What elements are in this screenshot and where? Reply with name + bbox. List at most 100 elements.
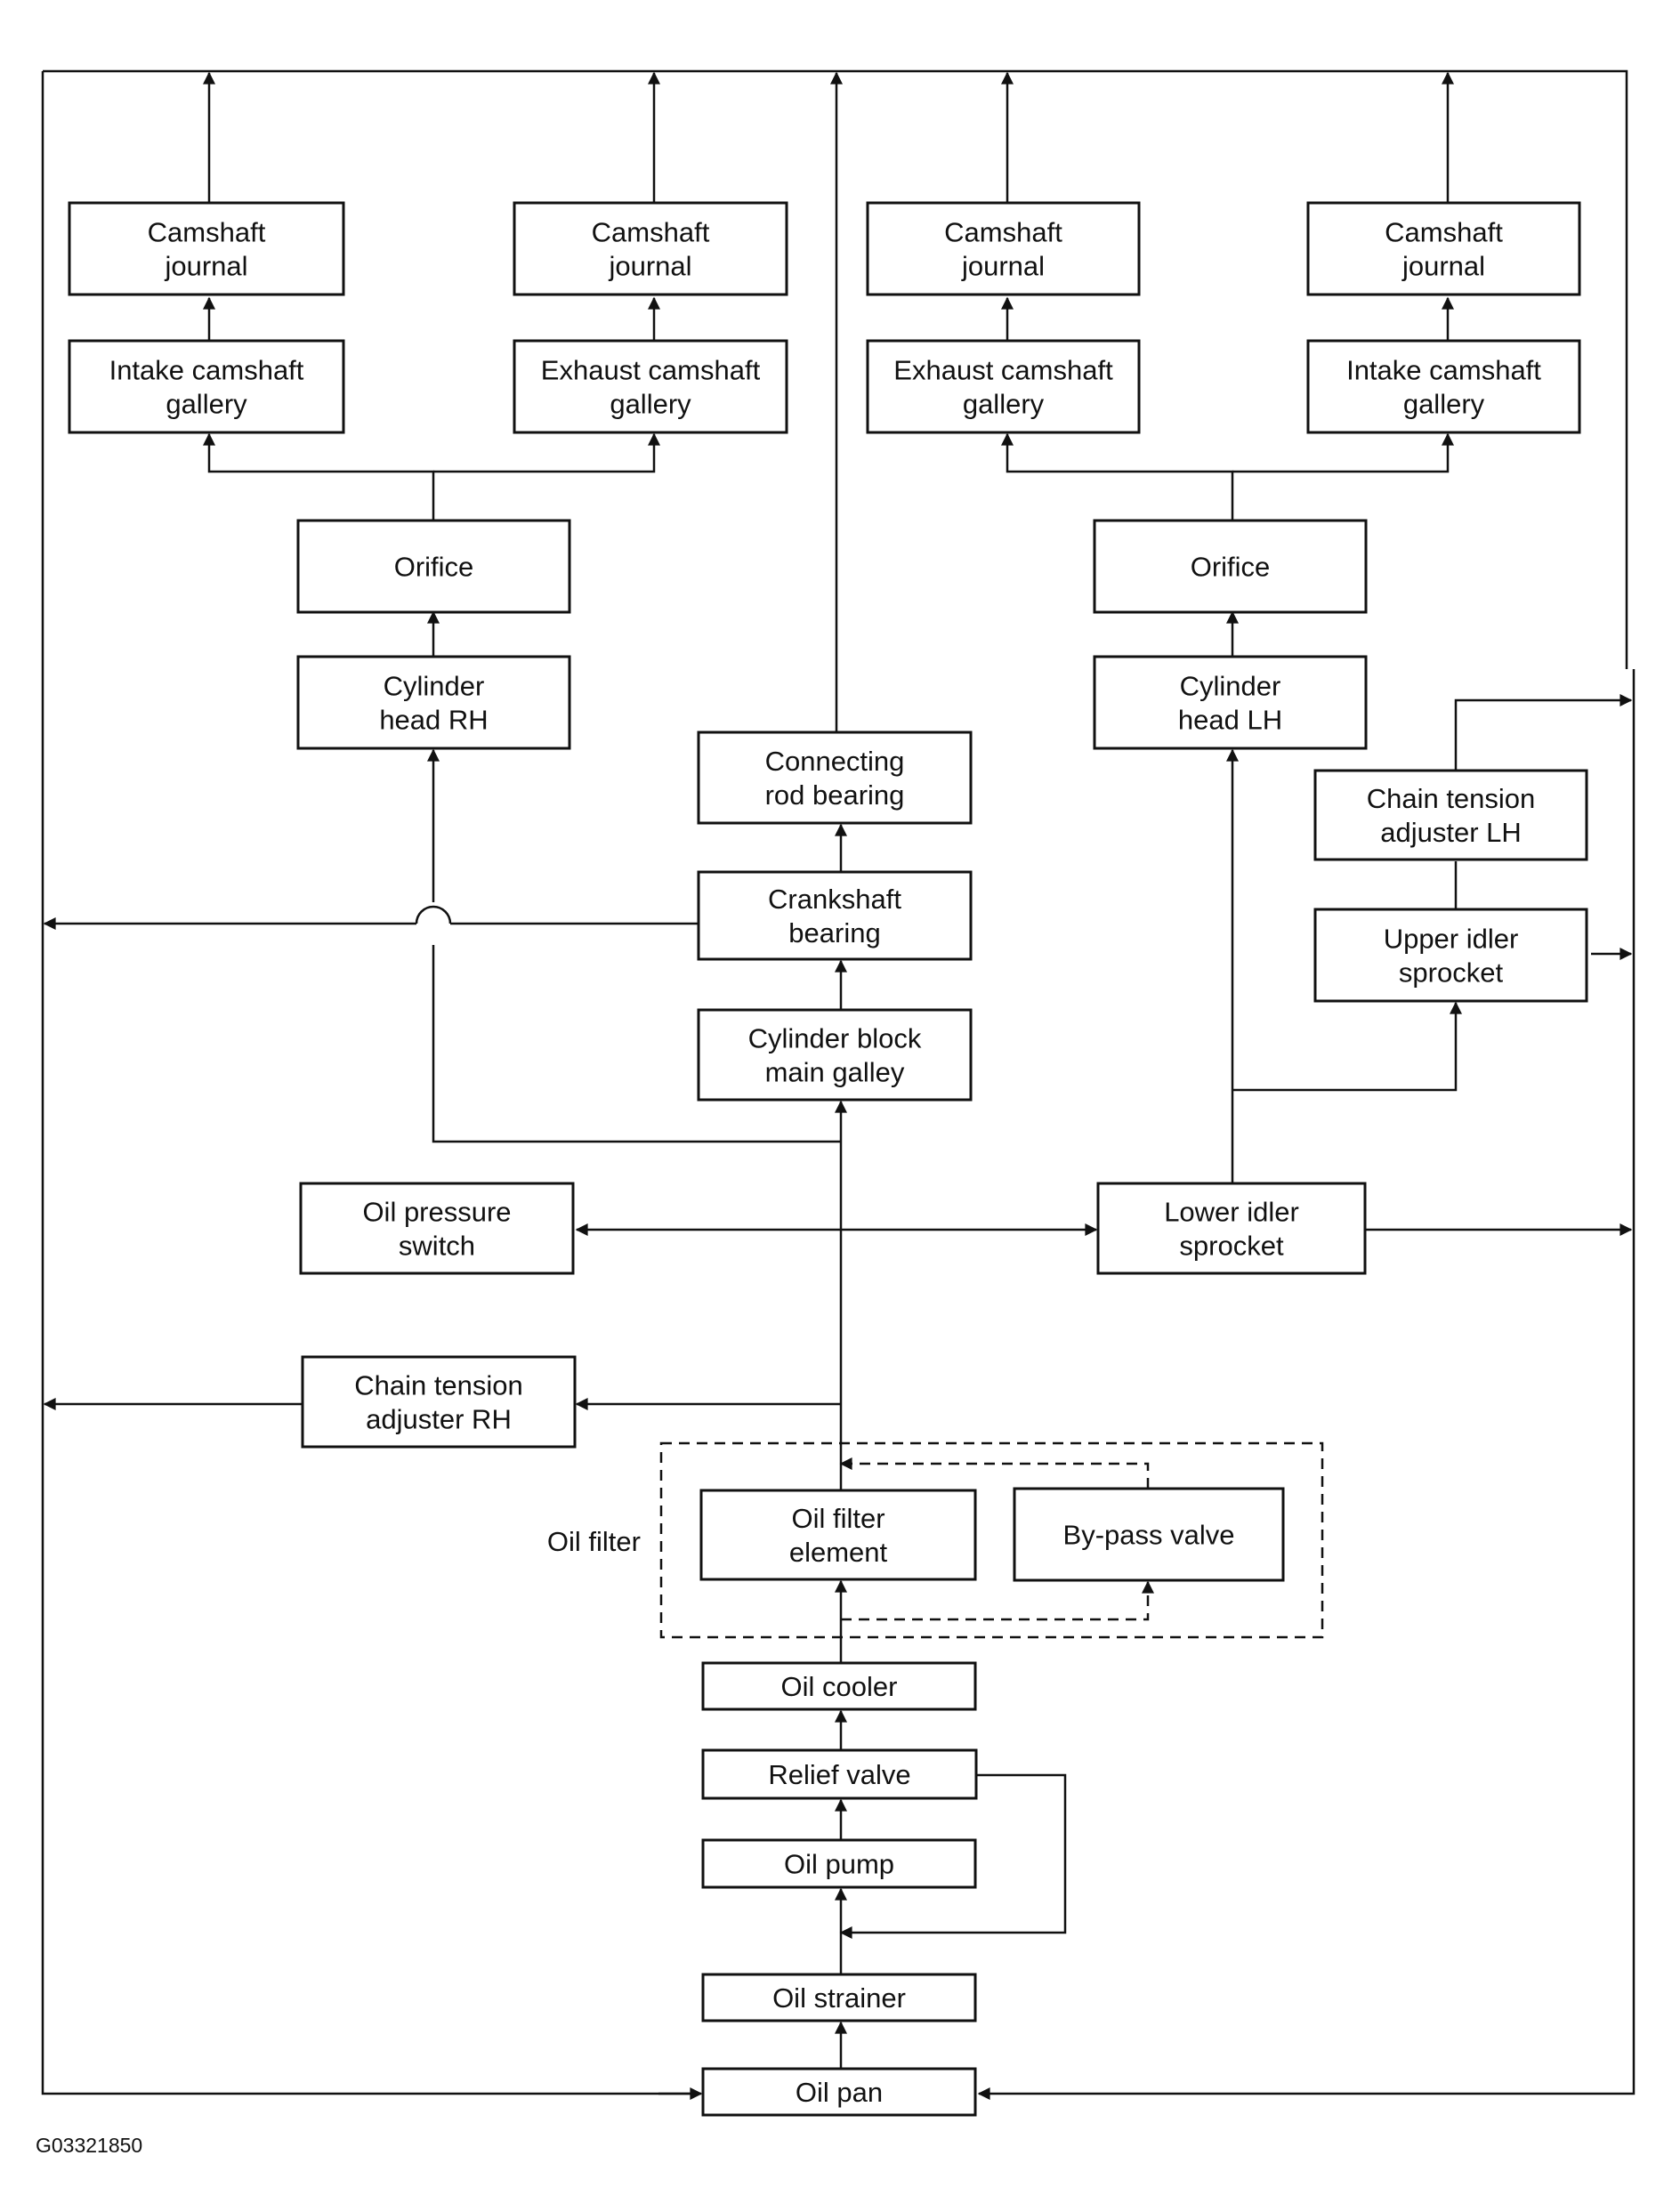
cyl-head-lh-label-1: Cylinder — [1180, 671, 1281, 702]
line-orifice-rh-split-2 — [433, 432, 660, 473]
cyl-head-rh-frame — [296, 655, 571, 750]
intake-gallery-lh-frame — [1306, 339, 1581, 434]
upper-idler-frame — [1313, 908, 1588, 1003]
relief-return-loop — [839, 1773, 1067, 1939]
filter-element-label-1: Oil filter — [791, 1503, 885, 1534]
bypass-path-in — [841, 1580, 1154, 1621]
cyl-head-lh-frame — [1093, 655, 1368, 750]
line-orifice-lh-split-2 — [1232, 432, 1454, 473]
crossover-hop — [415, 905, 452, 924]
cam-journal-1-label-1: Camshaft — [148, 217, 266, 248]
exhaust-gallery-rh-label-1: Exhaust camshaft — [541, 355, 761, 386]
oil-pressure-label-2: switch — [399, 1231, 475, 1262]
upper-idler-label-2: sprocket — [1399, 957, 1504, 989]
orifice-rh-box: Orifice — [296, 519, 571, 614]
lower-idler-label-1: Lower idler — [1164, 1197, 1299, 1228]
oil-pressure-label-1: Oil pressure — [362, 1197, 511, 1228]
orifice-lh-box: Orifice — [1093, 519, 1368, 614]
conn-rod-frame — [697, 731, 973, 825]
oil-cooler-frame — [701, 1661, 977, 1711]
intake-gallery-rh-label-1: Intake camshaft — [109, 355, 304, 386]
chain-lh-label-1: Chain tension — [1367, 783, 1536, 814]
cam-journal-2-frame — [513, 201, 788, 296]
cyl-head-lh-label-2: head LH — [1178, 705, 1282, 736]
strainer-label-1: Oil strainer — [772, 1982, 906, 2014]
orifice-lh-label-1: Orifice — [1191, 552, 1271, 583]
cam-journal-4-frame — [1306, 201, 1581, 296]
intake-gallery-rh-frame — [68, 339, 345, 434]
cam-journal-2-label-1: Camshaft — [592, 217, 710, 248]
main-gallery-label-2: main galley — [765, 1057, 905, 1088]
upper-idler-label-1: Upper idler — [1384, 924, 1519, 955]
oil-cooler-box: Oil cooler — [701, 1661, 977, 1711]
strainer-frame — [701, 1973, 977, 2022]
exhaust-gallery-lh-frame — [866, 339, 1141, 434]
cam-journal-3-label-1: Camshaft — [944, 217, 1062, 248]
oil-pump-frame — [701, 1838, 977, 1889]
line-orifice-rh-split — [203, 432, 435, 521]
bypass-box: By-pass valve — [1013, 1487, 1285, 1582]
return-line-left — [41, 71, 699, 2095]
chain-lh-label-2: adjuster LH — [1380, 817, 1522, 848]
exhaust-gallery-rh-label-2: gallery — [610, 389, 691, 420]
oil-filter-enclosure — [659, 1441, 1324, 1639]
bypass-path-out — [839, 1457, 1150, 1489]
relief-box: Relief valve — [701, 1748, 978, 1800]
crank-bearing-frame — [697, 870, 973, 961]
return-line-top — [43, 69, 1628, 669]
intake-gallery-lh-label-2: gallery — [1403, 389, 1485, 420]
figure-id: G03321850 — [36, 2134, 142, 2157]
cam-journal-3-frame — [866, 201, 1141, 296]
oil-pump-box: Oil pump — [701, 1838, 977, 1889]
relief-frame — [701, 1748, 978, 1800]
oil-cooler-label-1: Oil cooler — [781, 1671, 898, 1702]
exhaust-gallery-lh-label-1: Exhaust camshaft — [893, 355, 1113, 386]
filter-element-label-2: element — [789, 1537, 888, 1568]
oil-pressure-frame — [299, 1182, 575, 1275]
bypass-label-1: By-pass valve — [1063, 1520, 1235, 1551]
cam-journal-1-frame — [68, 201, 345, 296]
cyl-head-rh-label-1: Cylinder — [384, 671, 485, 702]
lower-idler-frame — [1096, 1182, 1367, 1275]
cam-journal-4-label-2: journal — [1401, 251, 1485, 282]
exhaust-gallery-lh-label-2: gallery — [963, 389, 1045, 420]
line-to-head-rh — [432, 945, 841, 1143]
relief-label-1: Relief valve — [768, 1759, 910, 1790]
chain-rh-frame — [301, 1355, 577, 1449]
main-gallery-frame — [697, 1008, 973, 1102]
orifice-lh-frame — [1093, 519, 1368, 614]
oil-filter-label: Oil filter — [547, 1526, 641, 1557]
cyl-head-rh-label-2: head RH — [379, 705, 488, 736]
cam-journal-2-label-2: journal — [608, 251, 691, 282]
chain-rh-label-2: adjuster RH — [366, 1404, 512, 1435]
filter-element-frame — [699, 1489, 977, 1581]
lower-idler-label-2: sprocket — [1179, 1231, 1284, 1262]
crank-bearing-label-2: bearing — [788, 917, 880, 949]
arrow-chain-lh-out — [1454, 694, 1633, 771]
conn-rod-label-2: rod bearing — [765, 779, 905, 811]
bypass-frame — [1013, 1487, 1285, 1582]
oil-pan-box: Oil pan — [701, 2067, 977, 2117]
chain-lh-frame — [1313, 769, 1588, 861]
orifice-rh-label-1: Orifice — [394, 552, 474, 583]
main-gallery-label-1: Cylinder block — [748, 1023, 922, 1054]
oil-pan-frame — [701, 2067, 977, 2117]
strainer-box: Oil strainer — [701, 1973, 977, 2022]
line-orifice-lh-split — [1001, 432, 1234, 521]
